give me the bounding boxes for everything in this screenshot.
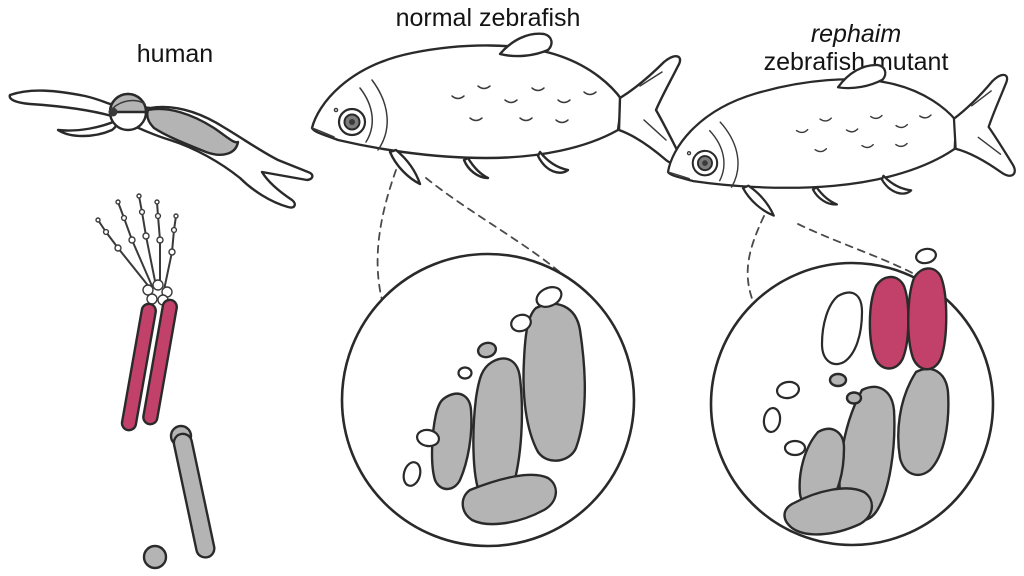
fin-bone-large xyxy=(461,473,557,526)
goggles xyxy=(108,99,146,117)
fin-bone-pebble xyxy=(828,372,848,388)
fin-bone-pebble xyxy=(762,406,782,434)
human-arm-skeleton xyxy=(95,193,216,570)
fin-bone-pebble xyxy=(402,461,422,487)
fin-bone-pebble xyxy=(915,247,937,265)
humerus-bone xyxy=(142,424,216,570)
normal-zebrafish-label: normal zebrafish xyxy=(396,4,581,32)
fin-bone-pebble xyxy=(820,291,864,366)
ulna-bone xyxy=(142,298,178,426)
leader-line xyxy=(376,169,397,301)
fin-bone-pebble xyxy=(783,439,807,457)
human-swimmer-illustration xyxy=(8,89,314,209)
fin-bone-pebble xyxy=(457,366,473,380)
fin-bone-pebble xyxy=(845,391,863,405)
radius-bone xyxy=(120,302,157,432)
swim-cap xyxy=(108,92,148,114)
leader-line xyxy=(425,177,571,282)
fin-bone-pebble xyxy=(775,380,801,400)
highlighted-fin-bone xyxy=(868,275,910,370)
fin-bone-large xyxy=(897,367,950,477)
forearm-bones-highlighted xyxy=(120,298,178,432)
fin-bone-pebble xyxy=(510,313,532,333)
hand-bones xyxy=(95,193,179,306)
mutant-fin-bones xyxy=(762,247,950,536)
mutant-name-label: rephaim xyxy=(811,20,901,48)
swimmer-lower-arm xyxy=(56,118,120,138)
normal-zebrafish-illustration xyxy=(310,32,682,186)
fin-bone-pebble xyxy=(535,286,563,308)
normal-fin-inset xyxy=(340,252,636,548)
leader-line xyxy=(746,215,765,305)
fin-bone-large xyxy=(783,487,873,536)
human-label: human xyxy=(137,40,213,68)
fin-bone-pebble xyxy=(476,341,498,359)
highlighted-fin-bone xyxy=(907,267,948,371)
fin-bone-large xyxy=(430,392,473,491)
mutant-zebrafish-illustration xyxy=(659,52,1019,226)
fin-bone-pebble xyxy=(415,428,441,448)
normal-fin-bones xyxy=(402,286,586,526)
swimsuit xyxy=(146,107,240,156)
mutant-fin-inset xyxy=(709,247,995,547)
fin-bone-large xyxy=(522,302,586,462)
